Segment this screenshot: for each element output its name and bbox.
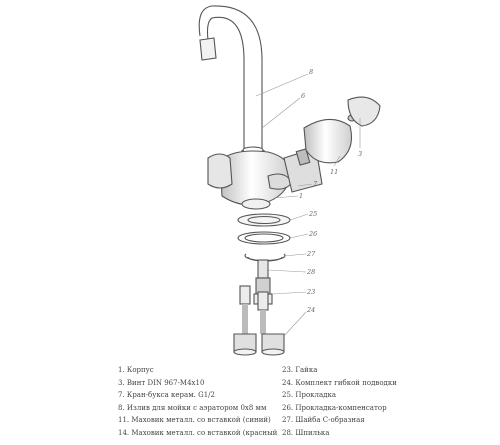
legend-item: 7. Кран-букса керам. G1/2 xyxy=(118,391,215,399)
gaskets xyxy=(237,213,291,262)
spout xyxy=(198,5,265,164)
callout-23: 23 xyxy=(306,288,315,296)
legend-item: 28. Шпилька xyxy=(282,428,330,437)
callout-numbers: 8 6 3 11 7 1 25 26 27 28 23 24 xyxy=(299,68,362,314)
legend-item: 11. Маховик металл. со вставкой (синий) xyxy=(118,416,271,424)
legend-item: 25. Прокладка xyxy=(282,391,337,399)
flexible-hoses xyxy=(233,285,285,356)
callout-6: 6 xyxy=(301,92,305,100)
parts-legend-left: 1. Корпус 3. Винт DIN 967-M4x10 7. Кран-… xyxy=(118,364,278,439)
callout-28: 28 xyxy=(306,268,315,276)
callout-7: 7 xyxy=(313,180,318,188)
callout-27: 27 xyxy=(306,250,316,258)
legend-item: 24. Комплект гибкой подводки xyxy=(282,378,397,387)
callout-25: 25 xyxy=(308,210,317,218)
handle-assembly xyxy=(283,96,381,193)
legend-item: 1. Корпус xyxy=(118,366,154,374)
legend-item: 14. Маховик металл. со вставкой (красный… xyxy=(118,428,278,437)
legend-item: 27. Шайба С-образная xyxy=(282,416,365,424)
faucet-body xyxy=(207,150,293,210)
legend-item: 3. Винт DIN 967-M4x10 xyxy=(118,378,205,387)
callout-11: 11 xyxy=(330,168,338,176)
parts-legend-right: 23. Гайка 24. Комплект гибкой подводки 2… xyxy=(282,364,492,439)
legend-item: 23. Гайка xyxy=(282,366,318,374)
legend-item: 8. Излив для мойки с аэратором 0x8 мм xyxy=(118,403,267,412)
leader-lines xyxy=(255,73,361,337)
callout-26: 26 xyxy=(308,230,317,238)
callout-3: 3 xyxy=(358,150,362,158)
callout-24: 24 xyxy=(306,306,315,314)
legend-item: 26. Прокладка-компенсатор xyxy=(282,403,387,412)
callout-1: 1 xyxy=(299,192,303,200)
callout-8: 8 xyxy=(309,68,313,76)
exploded-faucet-diagram: 8 6 3 11 7 1 25 26 27 28 23 24 xyxy=(198,5,381,356)
